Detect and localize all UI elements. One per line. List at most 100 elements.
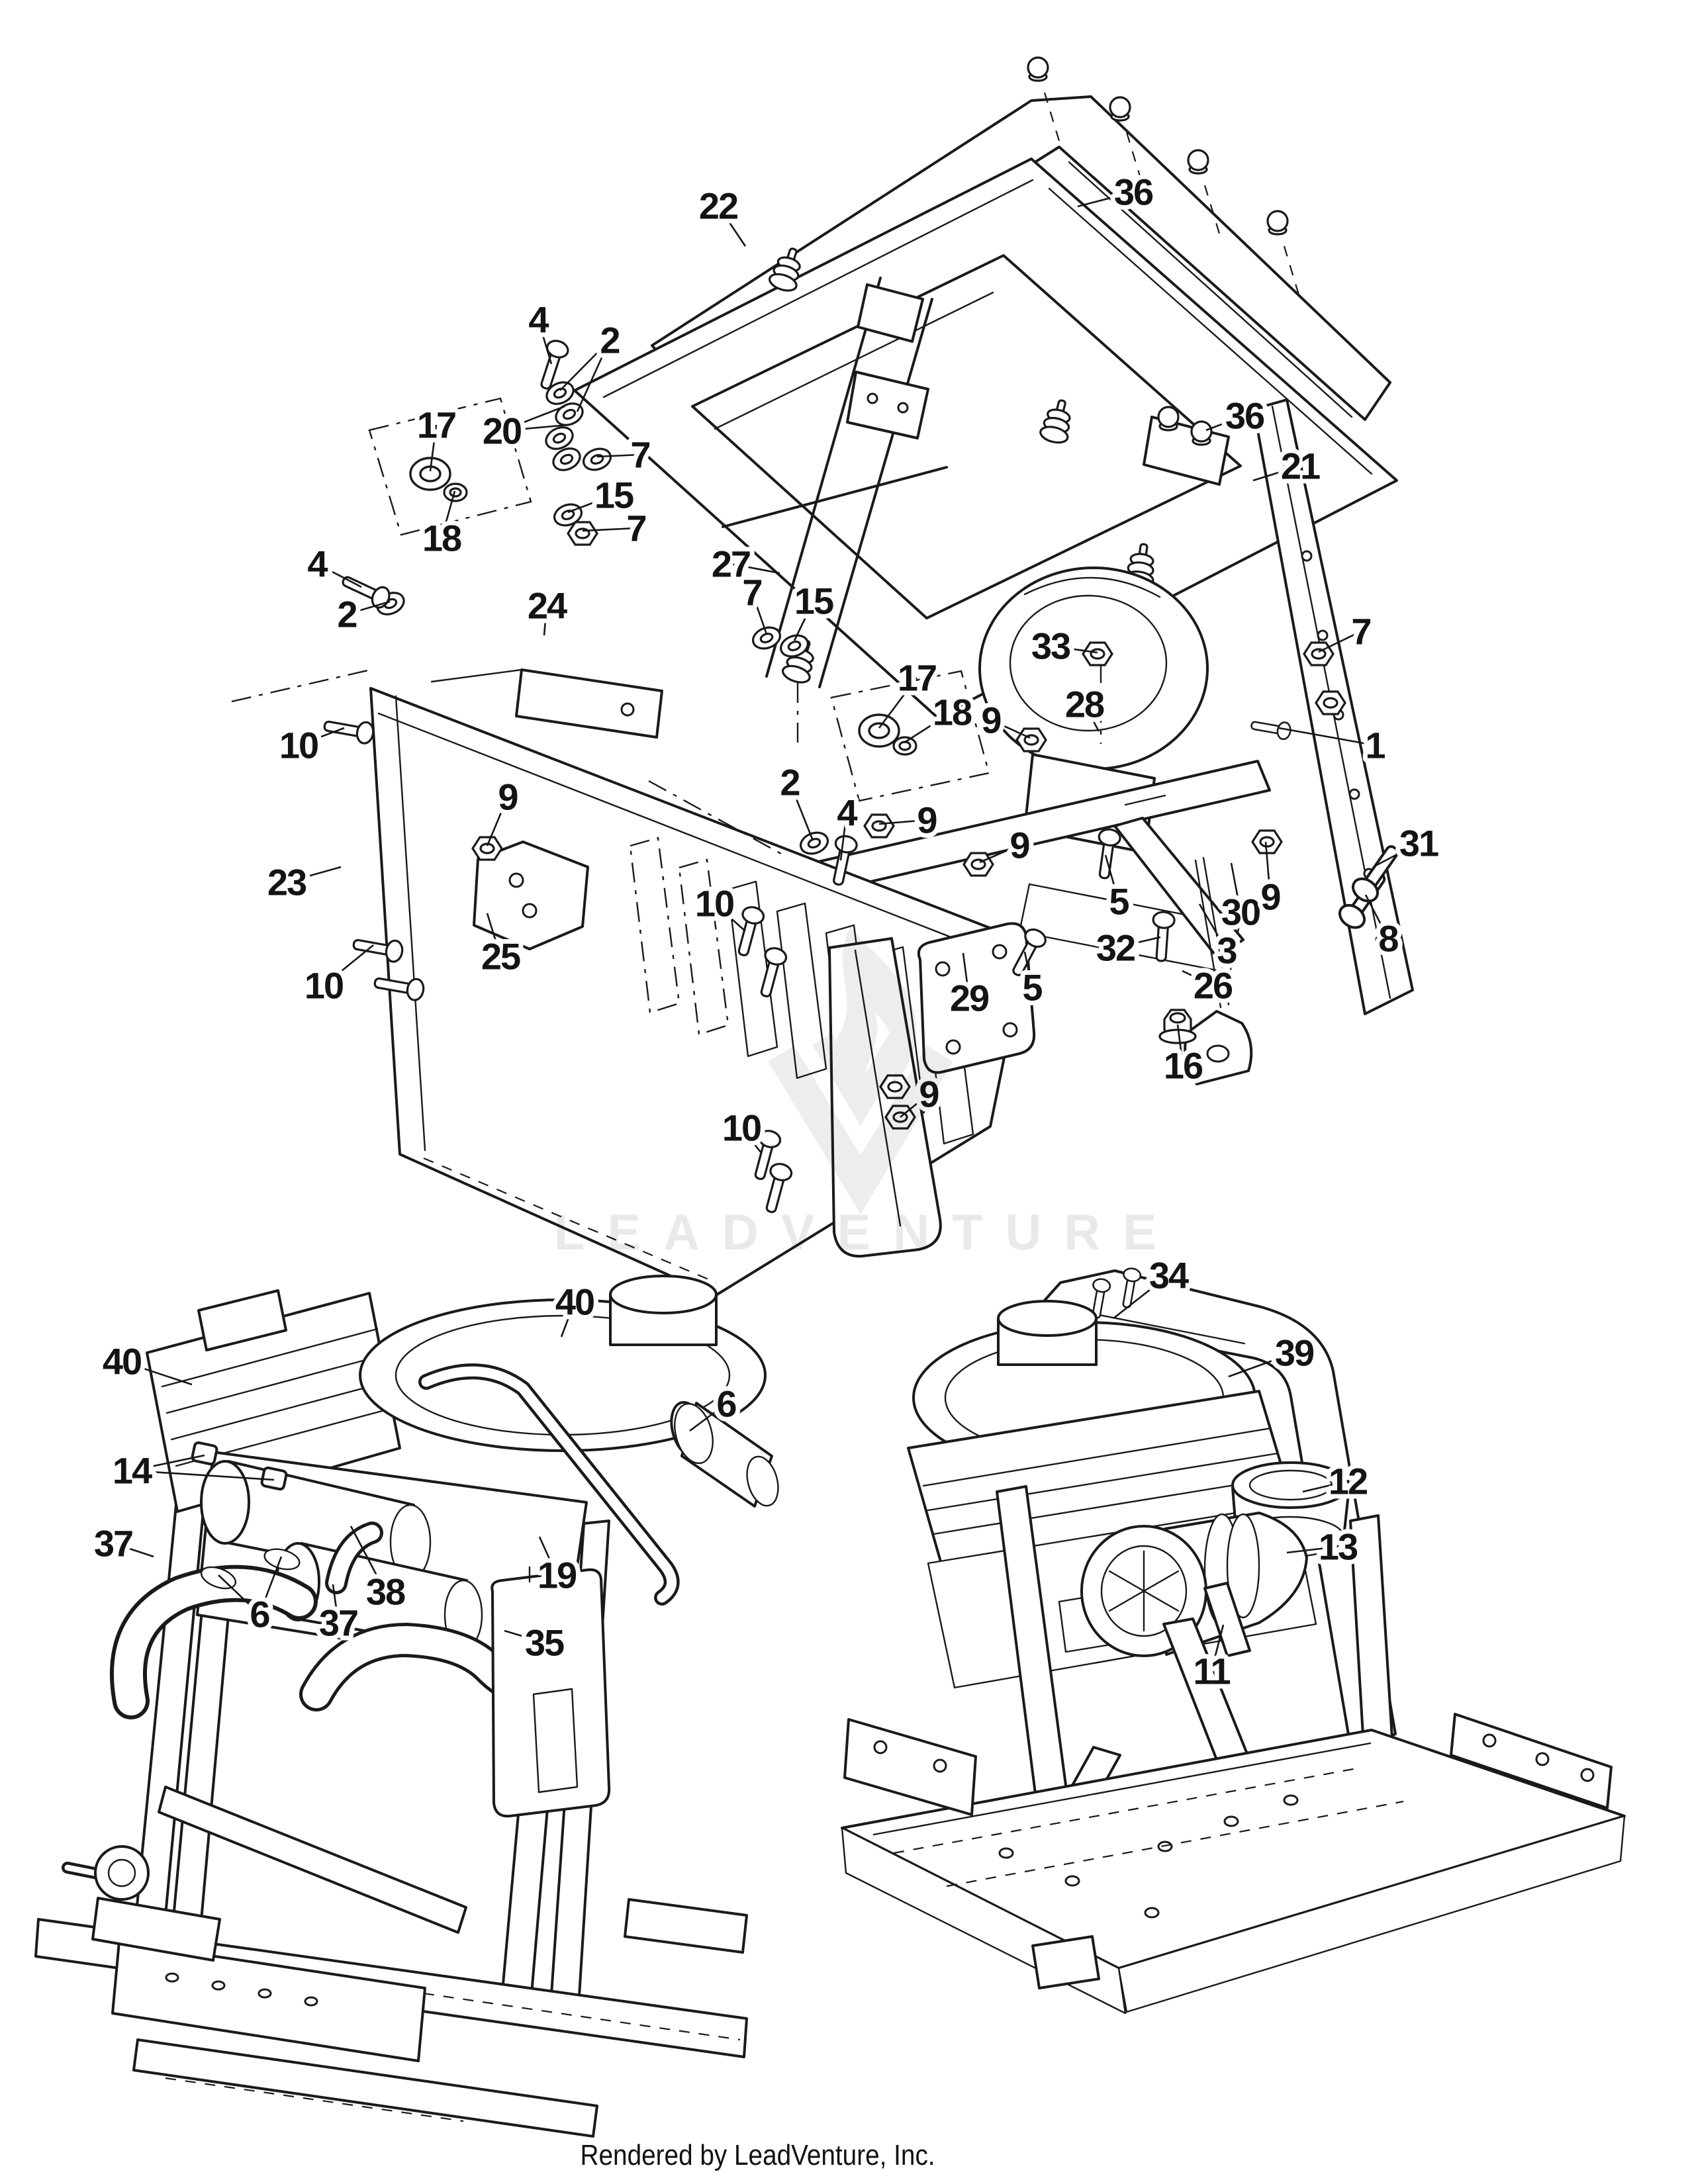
leadventure-flame-logo: [768, 927, 953, 1214]
callout-label-17: 17: [417, 404, 455, 446]
callout-label-12: 12: [1329, 1461, 1367, 1502]
hood-frame-assembly: [231, 56, 1414, 1297]
callout-label-4: 4: [837, 792, 857, 834]
callout-leader: [979, 844, 1020, 864]
callout-label-30: 30: [1221, 891, 1260, 933]
callout-label-11: 11: [1193, 1651, 1230, 1692]
callout-label-31: 31: [1399, 823, 1438, 864]
callout-label-40: 40: [555, 1281, 594, 1323]
callout-label-15: 15: [594, 475, 633, 516]
callout-label-4: 4: [528, 299, 549, 341]
callout-label-19: 19: [538, 1555, 577, 1596]
bracket-29: [917, 922, 1036, 1074]
hood-support-strut: [722, 277, 948, 688]
callout-label-17: 17: [898, 657, 936, 699]
callout-leader: [121, 1360, 193, 1386]
callout-leader: [323, 944, 374, 987]
callout-leader: [1286, 1545, 1338, 1554]
callout-leader: [298, 727, 345, 747]
callout-label-36: 36: [1225, 395, 1264, 437]
callout-label-6: 6: [250, 1594, 269, 1635]
callout-label-36: 36: [1114, 171, 1153, 213]
callout-leader: [501, 405, 565, 432]
callout-leader: [1210, 1624, 1225, 1672]
callout-leader: [1050, 645, 1098, 654]
callout-leader: [962, 952, 970, 999]
callout-leader: [717, 205, 747, 247]
callout-leader: [596, 453, 641, 458]
callout-label-10: 10: [722, 1107, 761, 1149]
callout-label-9: 9: [981, 700, 1001, 741]
callout-leader: [788, 782, 814, 841]
watermark: LEADVENTURE: [554, 927, 1156, 1261]
callout-label-9: 9: [917, 799, 937, 841]
footer-credit: Rendered by LeadVenture, Inc.: [0, 2139, 1516, 2172]
callout-label-20: 20: [483, 410, 521, 452]
callout-label-7: 7: [1351, 611, 1370, 653]
callout-leader: [486, 796, 509, 846]
callout-label-10: 10: [279, 725, 318, 766]
callout-leader: [567, 494, 614, 514]
callout-label-7: 7: [630, 434, 649, 476]
callout-label-8: 8: [1378, 918, 1398, 960]
callout-label-35: 35: [525, 1622, 564, 1664]
callout-label-26: 26: [1194, 965, 1233, 1007]
callout-leader: [904, 711, 953, 744]
callout-leader: [1228, 1351, 1295, 1378]
callout-leader: [740, 1127, 763, 1154]
callout-label-18: 18: [933, 692, 972, 733]
callout-leader: [218, 1574, 260, 1615]
callout-leader: [346, 600, 391, 615]
callout-leader: [1318, 630, 1362, 653]
engine-rear-view-assembly: [34, 1275, 779, 2138]
callout-leader: [576, 340, 611, 412]
callout-label-38: 38: [366, 1571, 405, 1613]
callout-label-40: 40: [103, 1341, 141, 1383]
engine-three-quarter-view-assembly: [841, 1266, 1626, 2015]
callout-leader: [1176, 1024, 1184, 1066]
callout-label-25: 25: [481, 936, 520, 978]
callout-leader: [839, 812, 848, 861]
callout-leader: [504, 1629, 545, 1644]
callout-leader: [560, 1301, 576, 1338]
callout-leader: [1023, 951, 1033, 988]
callout-label-22: 22: [699, 185, 737, 227]
callout-leader: [1083, 704, 1100, 732]
callout-leader: [429, 424, 438, 472]
callout-leader: [332, 1584, 340, 1623]
footer-credit-text: Rendered by LeadVenture, Inc.: [580, 2139, 936, 2171]
callout-label-14: 14: [113, 1450, 152, 1492]
frame-platform: [841, 1713, 1626, 2015]
callout-label-28: 28: [1065, 684, 1104, 725]
callout-leader: [113, 1542, 154, 1558]
callout-leader: [582, 527, 637, 532]
callout-label-16: 16: [1164, 1045, 1203, 1087]
callout-leader: [714, 903, 746, 932]
callout-leader: [538, 1536, 558, 1576]
callout-leader: [1113, 1274, 1169, 1320]
callout-leader: [486, 913, 502, 957]
callout-label-37: 37: [319, 1602, 357, 1644]
callout-label-1: 1: [1365, 725, 1385, 766]
callout-leader: [543, 605, 548, 636]
callout-label-21: 21: [1281, 445, 1320, 487]
callout-leader: [1115, 936, 1161, 949]
callout-label-7: 7: [626, 508, 645, 549]
carry-bar: [418, 1363, 779, 1606]
callout-label-9: 9: [1009, 825, 1029, 866]
callout-leader: [316, 563, 362, 588]
callout-label-33: 33: [1031, 625, 1070, 667]
callout-leader: [1252, 465, 1301, 482]
callout-leader: [1198, 903, 1228, 951]
callout-leader: [440, 490, 456, 539]
callout-label-5: 5: [1109, 881, 1129, 923]
callout-leader: [350, 1525, 387, 1592]
callout-leader: [131, 1469, 275, 1481]
callout-leader: [1302, 1480, 1348, 1493]
callout-label-10: 10: [695, 883, 733, 925]
hood-bumpers: [1027, 56, 1301, 300]
hoses: [110, 1522, 588, 1719]
callout-leader: [1264, 841, 1272, 897]
callout-leader: [1278, 727, 1376, 747]
